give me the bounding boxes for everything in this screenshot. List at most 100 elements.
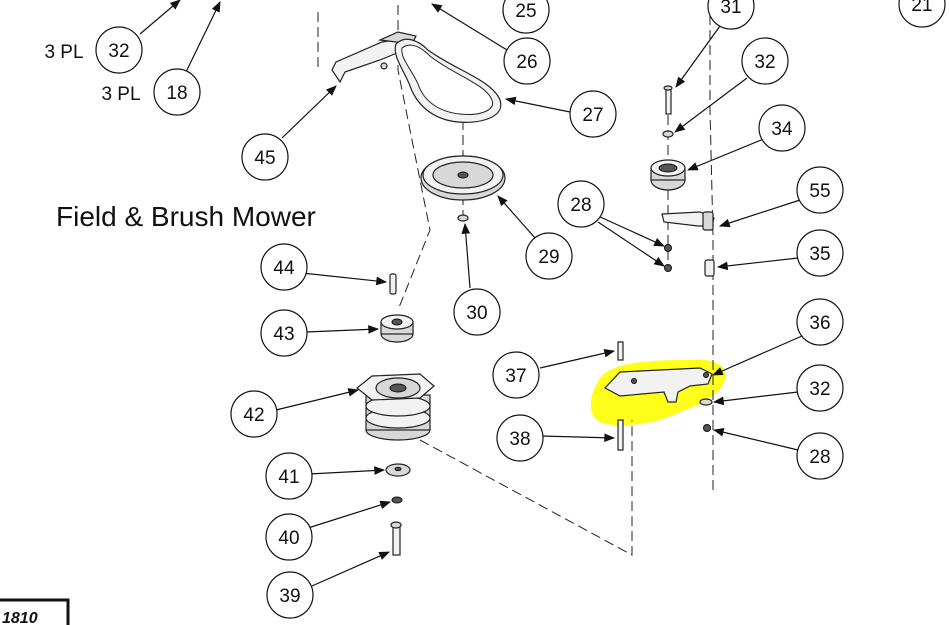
callout-26: 26 [503, 37, 551, 85]
callout-circle [260, 243, 308, 291]
callout-circle [266, 571, 314, 619]
callout-circle [492, 351, 540, 399]
lower-bolt [617, 419, 624, 451]
callout-circle [796, 229, 844, 277]
callout-circle [707, 0, 755, 30]
idler-bolt [663, 85, 673, 115]
callout-circle [503, 37, 551, 85]
callout-circle [796, 432, 844, 480]
callout-circle [741, 37, 789, 85]
callout-circle [796, 298, 844, 346]
callout-number: 28 [570, 195, 591, 216]
page-code-box: 1810 [0, 598, 70, 625]
callout-38: 38 [496, 414, 544, 462]
callout-number: 55 [809, 181, 830, 202]
callout-circle [230, 390, 278, 438]
callout-number: 35 [809, 244, 830, 265]
callout-circle [569, 90, 617, 138]
callout-number: 29 [538, 247, 559, 268]
callout-circle [796, 166, 844, 214]
callout-number: 25 [515, 1, 536, 22]
idler-arm [661, 211, 715, 231]
pulley-key [457, 214, 469, 222]
washer [385, 463, 411, 477]
callout-circle [265, 452, 313, 500]
callout-36: 36 [796, 298, 844, 346]
idler-spacer [704, 259, 715, 277]
callout-number: 28 [809, 447, 830, 468]
callout-number: 44 [273, 258, 295, 279]
callout-number: 31 [720, 0, 741, 18]
callout-quantity: 3 PL [44, 42, 83, 63]
callout-circle [95, 26, 143, 74]
callout-quantity: 3 PL [101, 84, 140, 105]
callout-29: 29 [525, 232, 573, 280]
callouts: 32 3 PL 18 3 PL 25 26 27 45 29 30 44 43 42 41 40 39 31 21… [44, 0, 946, 619]
idler-bracket [604, 367, 713, 403]
clutch-spacer [380, 314, 414, 343]
callout-number: 45 [254, 148, 275, 169]
callout-number: 38 [509, 429, 530, 450]
callout-34: 34 [758, 104, 806, 152]
callout-number: 27 [582, 105, 603, 126]
callout-32: 32 [741, 37, 789, 85]
callout-43: 43 [260, 309, 308, 357]
callout-27: 27 [569, 90, 617, 138]
callout-21: 21 [898, 0, 946, 28]
callout-39: 39 [266, 571, 314, 619]
lower-washer [699, 398, 713, 406]
callout-circle [525, 232, 573, 280]
callout-circle [241, 133, 289, 181]
callout-number: 43 [273, 324, 294, 345]
callout-30: 30 [453, 288, 501, 336]
electric-clutch [356, 373, 435, 441]
callout-31: 31 [707, 0, 755, 30]
callout-35: 35 [796, 229, 844, 277]
callout-circle [496, 414, 544, 462]
callout-number: 42 [243, 405, 264, 426]
callout-number: 32 [754, 52, 775, 73]
callout-number: 32 [108, 41, 129, 62]
callout-circle [898, 0, 946, 28]
callout-number: 26 [516, 52, 537, 73]
callout-number: 30 [466, 303, 487, 324]
callout-number: 41 [278, 467, 299, 488]
callout-circle [453, 288, 501, 336]
callout-28: 28 [557, 180, 605, 228]
callout-circle [265, 513, 313, 561]
callout-28: 28 [796, 432, 844, 480]
callout-circle [557, 180, 605, 228]
callout-circle [502, 0, 550, 34]
lower-nut [703, 424, 711, 432]
callout-number: 32 [809, 379, 830, 400]
v-belt [394, 38, 502, 123]
roll-pin [389, 273, 397, 295]
callout-32: 32 3 PL [44, 26, 143, 74]
callout-44: 44 [260, 243, 308, 291]
callout-circle [758, 104, 806, 152]
idler-washer [662, 130, 674, 138]
page-code: 1810 [2, 610, 38, 625]
callout-37: 37 [492, 351, 540, 399]
callout-number: 40 [278, 528, 299, 549]
callout-25: 25 [502, 0, 550, 34]
callout-number: 39 [279, 586, 300, 607]
diagram-title: Field & Brush Mower [56, 201, 316, 232]
callout-number: 37 [505, 366, 526, 387]
pulley [420, 155, 506, 201]
callout-number: 34 [771, 119, 793, 140]
callout-circle [153, 68, 201, 116]
callout-number: 18 [166, 83, 187, 104]
idler-pulley [650, 159, 686, 191]
callout-55: 55 [796, 166, 844, 214]
callout-circle [796, 364, 844, 412]
leader-lines [139, 0, 803, 587]
upper-stud [617, 341, 624, 361]
center-lines [317, 0, 714, 556]
callout-32: 32 [796, 364, 844, 412]
callout-42: 42 [230, 390, 278, 438]
lock-washer [391, 496, 403, 504]
callout-18: 18 3 PL [101, 68, 201, 116]
upper-nuts [664, 244, 672, 272]
